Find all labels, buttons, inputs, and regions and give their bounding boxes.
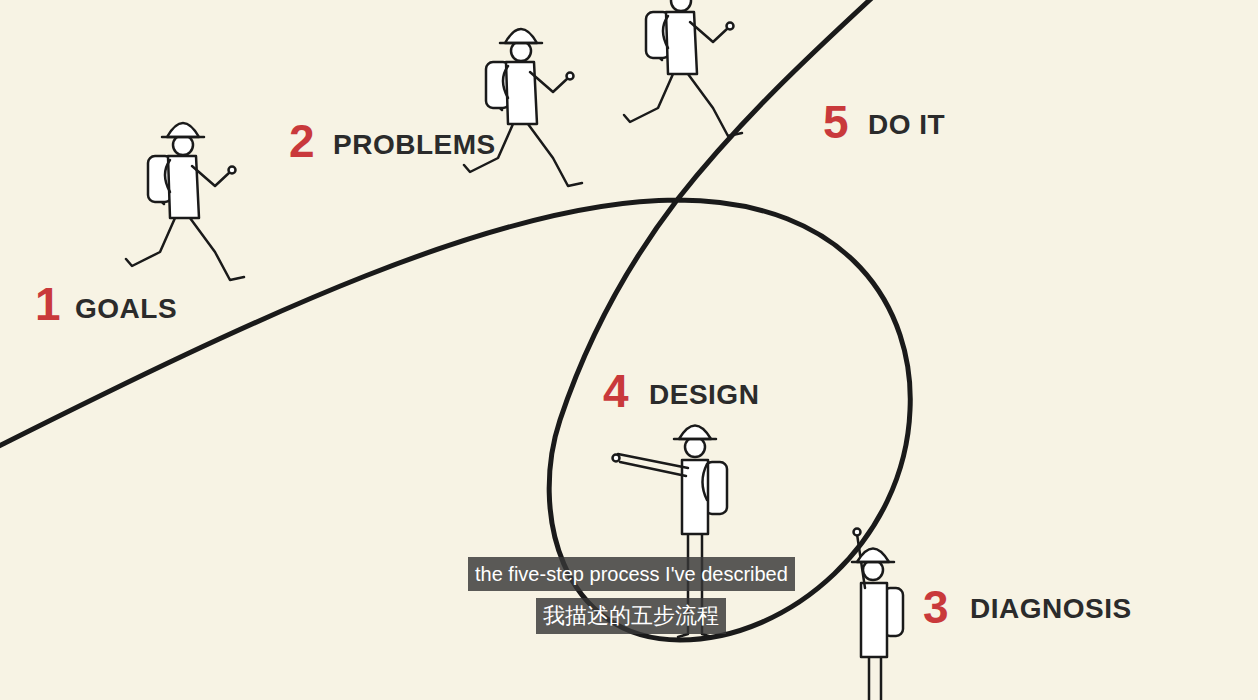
step-label: PROBLEMS xyxy=(333,131,496,159)
step-number: 2 xyxy=(289,118,315,164)
step-label: GOALS xyxy=(75,295,177,323)
step-number: 5 xyxy=(823,99,849,145)
step-number: 4 xyxy=(603,368,629,414)
step-number: 3 xyxy=(923,584,949,630)
subtitle-zh: 我描述的五步流程 xyxy=(536,598,726,634)
runner-figure xyxy=(126,123,244,280)
subtitle-en: the five-step process I've described xyxy=(468,557,795,591)
runner-figure xyxy=(464,29,582,186)
runner-figure xyxy=(624,0,742,136)
step-label: DO IT xyxy=(868,111,945,139)
step-label: DIAGNOSIS xyxy=(970,595,1132,623)
path-curve xyxy=(0,0,910,640)
step-label: DESIGN xyxy=(649,381,759,409)
raising-figure xyxy=(852,529,903,700)
step-number: 1 xyxy=(35,281,61,327)
